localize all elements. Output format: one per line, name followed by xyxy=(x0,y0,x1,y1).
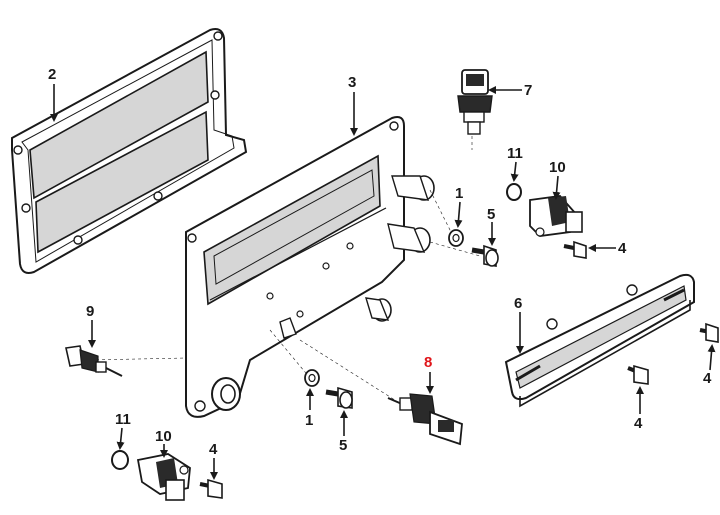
callout-10-upper: 10 xyxy=(549,159,566,176)
callout-4-upper: 4 xyxy=(618,240,627,257)
oring-part-11-upper xyxy=(506,183,522,201)
sensor-part-9 xyxy=(65,345,123,377)
callout-9: 9 xyxy=(86,303,94,320)
bolt-part-5-upper xyxy=(471,244,499,267)
callout-5-lower: 5 xyxy=(339,437,347,454)
washer-part-1-upper xyxy=(448,229,464,247)
bolt-part-4-rail-bottom xyxy=(627,364,649,385)
callout-arrows xyxy=(50,84,716,480)
callout-4-rail-right: 4 xyxy=(703,370,712,387)
callout-1-upper: 1 xyxy=(455,185,463,202)
callout-5-upper: 5 xyxy=(487,206,495,223)
callout-11-upper: 11 xyxy=(507,145,523,162)
callout-4-rail-bottom: 4 xyxy=(634,415,643,432)
callout-4-lower: 4 xyxy=(209,441,218,458)
callout-11-lower: 11 xyxy=(115,411,131,428)
callout-7: 7 xyxy=(524,82,532,99)
callout-labels: 2 3 7 1 5 11 10 4 6 4 4 9 8 1 5 11 10 4 xyxy=(48,66,712,458)
callout-10-lower: 10 xyxy=(155,428,172,445)
assembly-lines xyxy=(89,118,481,403)
mounting-plate-part-3 xyxy=(185,116,435,418)
sensor-part-7 xyxy=(457,69,493,135)
sensor-part-8 xyxy=(387,393,463,446)
rail-part-6 xyxy=(504,273,695,408)
sensor-part-10-upper xyxy=(529,195,583,237)
gasket-part-2 xyxy=(11,28,248,274)
bolt-part-4-rail-right xyxy=(699,322,719,343)
bolt-part-4-lower xyxy=(199,478,223,499)
callout-2: 2 xyxy=(48,66,56,83)
callout-6: 6 xyxy=(514,295,522,312)
washer-part-1-lower xyxy=(304,369,320,387)
bolt-part-5-lower xyxy=(325,386,353,409)
callout-1-lower: 1 xyxy=(305,412,313,429)
callout-8-highlighted: 8 xyxy=(424,354,432,371)
bolt-part-4-upper xyxy=(563,240,587,259)
oring-part-11-lower xyxy=(111,450,129,470)
callout-3: 3 xyxy=(348,74,356,91)
sensor-part-10-lower xyxy=(136,453,191,501)
